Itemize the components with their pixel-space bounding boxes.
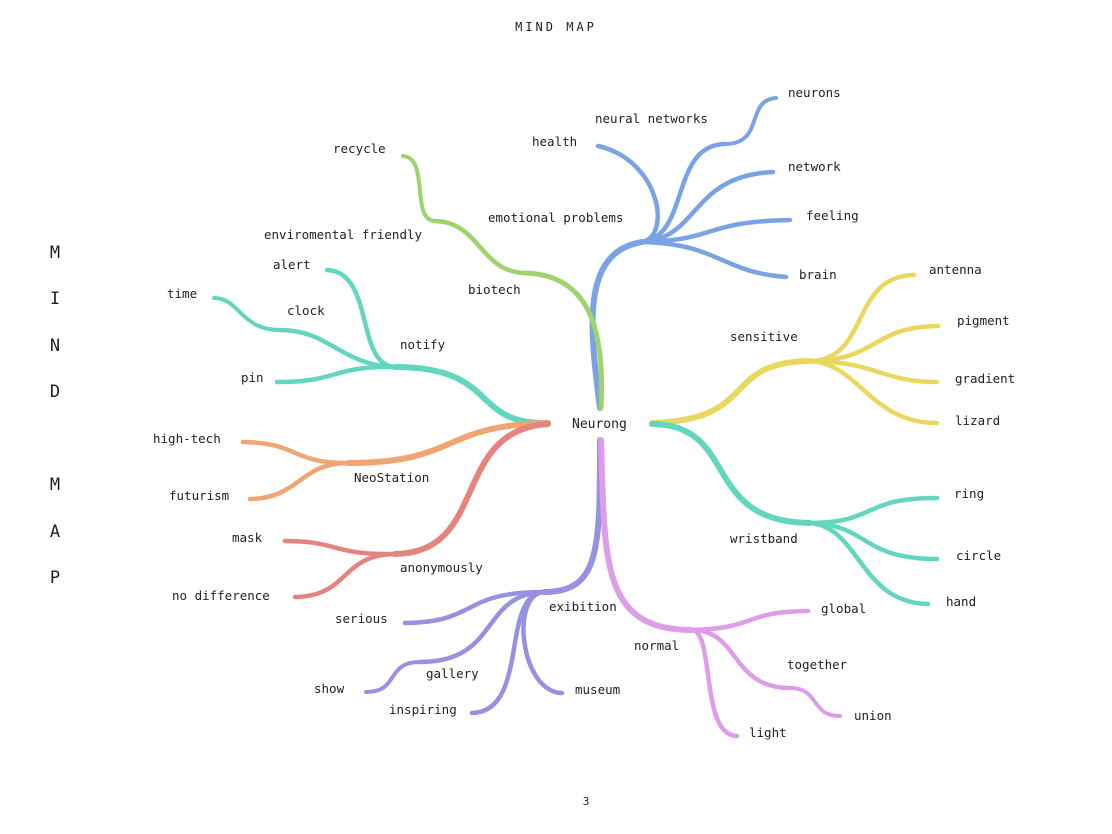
node-label-ring: ring	[954, 486, 984, 501]
connector-inspiring	[469, 589, 547, 716]
node-label-lizard: lizard	[955, 413, 1000, 428]
connector-time	[212, 296, 282, 332]
side-title-letter: A	[49, 522, 61, 542]
node-label-emotional-problems: emotional problems	[488, 210, 623, 225]
node-label-mask: mask	[232, 530, 263, 545]
node-label-time: time	[167, 286, 197, 301]
connector-anonymously	[392, 421, 551, 557]
connector-union	[788, 686, 842, 718]
connector-serious	[402, 589, 547, 626]
node-label-museum: museum	[575, 682, 620, 697]
side-title-letter: M	[49, 243, 61, 263]
connector-futurism	[247, 460, 351, 502]
connector-wristband	[649, 421, 813, 526]
node-label-anonymously: anonymously	[400, 560, 483, 575]
connector-pin	[274, 364, 398, 385]
side-title-letter: N	[49, 336, 61, 356]
node-label-high-tech: high-tech	[153, 431, 221, 446]
connector-hand	[807, 520, 931, 607]
node-label-show: show	[314, 681, 345, 696]
connector-normal	[598, 437, 695, 633]
node-label-neostation: NeoStation	[354, 470, 429, 485]
node-label-gradient: gradient	[955, 371, 1015, 386]
side-title-letter: D	[49, 382, 61, 402]
node-label-brain: brain	[799, 267, 837, 282]
connector-mask	[282, 538, 398, 557]
connector-together	[689, 627, 793, 691]
node-label-health: health	[532, 134, 577, 149]
node-label-gallery: gallery	[426, 666, 479, 681]
connector-gallery	[417, 589, 547, 665]
connector-antenna	[807, 272, 917, 364]
mind-map-labels: Neurong emotional problems health neural…	[153, 85, 1015, 740]
connector-pigment	[807, 323, 941, 364]
connector-emotional-problems	[589, 239, 645, 411]
node-label-normal: normal	[634, 638, 679, 653]
connector-recycle	[401, 154, 437, 223]
node-label-wristband: wristband	[730, 531, 798, 546]
node-label-feeling: feeling	[806, 208, 859, 223]
node-label-together: together	[787, 657, 848, 672]
mind-map-branches	[212, 96, 941, 739]
node-label-clock: clock	[287, 303, 325, 318]
node-label-antenna: antenna	[929, 262, 982, 277]
connector-ring	[807, 495, 940, 526]
node-label-futurism: futurism	[169, 488, 229, 503]
node-label-inspiring: inspiring	[389, 702, 457, 717]
connector-neural-networks	[639, 141, 728, 245]
connector-gradient	[807, 358, 940, 385]
node-label-pin: pin	[241, 370, 264, 385]
connector-museum	[521, 589, 565, 696]
node-label-exibition: exibition	[549, 599, 617, 614]
page-title: MIND MAP	[515, 20, 597, 34]
connector-neurons	[723, 96, 778, 146]
connector-feeling	[639, 217, 793, 245]
node-label-biotech: biotech	[468, 282, 521, 297]
node-label-light: light	[749, 725, 787, 740]
node-label-no-difference: no difference	[172, 588, 270, 603]
connector-biotech	[522, 270, 605, 411]
node-label-hand: hand	[946, 594, 976, 609]
node-label-enviromental-friendly: enviromental friendly	[264, 227, 423, 242]
connector-light	[689, 627, 740, 739]
connector-enviromental-friendly	[432, 218, 528, 276]
connector-brain	[639, 239, 789, 280]
center-node-label: Neurong	[572, 417, 627, 432]
connector-alert	[324, 267, 398, 370]
connector-show	[364, 660, 422, 694]
connector-exibition	[541, 437, 603, 595]
side-title-letter: M	[49, 475, 61, 495]
connector-neostation	[345, 420, 551, 466]
connector-clock	[277, 327, 398, 370]
connector-lizard	[807, 358, 940, 426]
node-label-alert: alert	[273, 257, 311, 272]
node-label-circle: circle	[956, 548, 1001, 563]
side-title-letter: P	[49, 568, 61, 588]
node-label-neurons: neurons	[788, 85, 841, 100]
node-label-sensitive: sensitive	[730, 329, 798, 344]
connector-sensitive	[649, 358, 813, 426]
node-label-pigment: pigment	[957, 313, 1010, 328]
connector-global	[689, 608, 811, 633]
node-label-notify: notify	[400, 337, 446, 352]
connector-notify	[392, 364, 551, 427]
node-label-neural-networks: neural networks	[595, 111, 708, 126]
side-title-letter: I	[49, 289, 61, 309]
node-label-recycle: recycle	[333, 141, 386, 156]
node-label-global: global	[821, 601, 866, 616]
page-number: 3	[582, 795, 590, 808]
connector-health	[595, 143, 660, 245]
connector-network	[639, 169, 776, 245]
connector-high-tech	[240, 439, 351, 466]
node-label-union: union	[854, 708, 892, 723]
node-label-serious: serious	[335, 611, 388, 626]
node-label-network: network	[788, 159, 841, 174]
connector-circle	[807, 520, 940, 562]
connector-no-difference	[292, 551, 398, 600]
